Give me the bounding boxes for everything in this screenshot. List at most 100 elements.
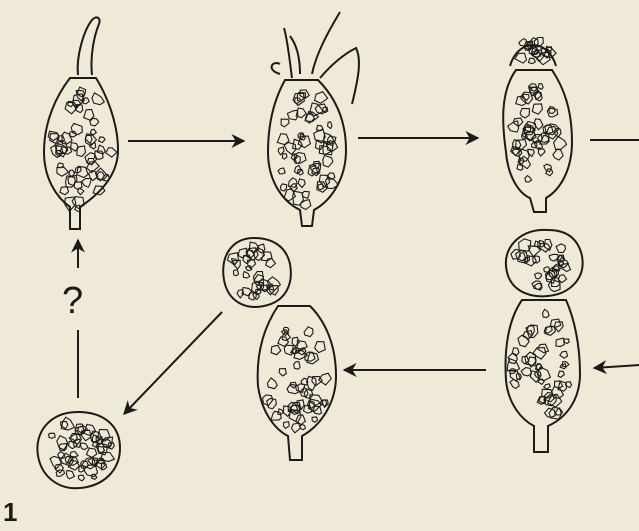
- texture-plate: [60, 187, 69, 195]
- texture-plate: [106, 148, 117, 157]
- texture-plate: [282, 154, 287, 159]
- texture-plate: [71, 123, 82, 134]
- texture-plate: [307, 353, 319, 364]
- texture-plate: [246, 266, 252, 271]
- texture-plate: [323, 155, 333, 167]
- texture-plate: [247, 248, 258, 260]
- texture-plate: [315, 342, 326, 353]
- texture-plate: [99, 137, 106, 143]
- texture-plate: [537, 344, 548, 353]
- texture-plate: [328, 122, 333, 129]
- texture-plate: [292, 337, 299, 346]
- texture-plate: [100, 453, 114, 462]
- texture-plate: [90, 129, 96, 135]
- texture-plate: [279, 369, 286, 376]
- texture-plate: [556, 244, 565, 253]
- texture-plate: [315, 92, 328, 104]
- texture-plate: [78, 475, 84, 481]
- texture-plate: [92, 93, 104, 105]
- texture-plate: [552, 386, 564, 398]
- texture-plate: [271, 411, 281, 420]
- texture-plate: [510, 379, 519, 388]
- texture-plate: [521, 368, 531, 376]
- plate-number: 1: [3, 498, 17, 526]
- texture-plate: [267, 398, 277, 408]
- theca-texture: [48, 87, 117, 212]
- texture-plate: [532, 142, 537, 148]
- texture-plate: [281, 119, 289, 127]
- theca-texture: [515, 38, 556, 65]
- texture-plate: [287, 384, 299, 393]
- texture-plate: [515, 53, 527, 63]
- texture-plate: [233, 260, 241, 269]
- texture-plate: [532, 281, 542, 289]
- texture-plate: [238, 248, 247, 258]
- texture-plate: [233, 270, 238, 276]
- texture-plate: [243, 271, 250, 278]
- texture-plate: [558, 371, 564, 377]
- theca-texture: [511, 239, 571, 292]
- texture-plate: [312, 417, 318, 422]
- texture-plate: [323, 107, 328, 113]
- pseudopod-strand: [78, 17, 100, 75]
- arrow-stage5-to-cyst: [124, 312, 222, 414]
- texture-plate: [78, 188, 84, 195]
- texture-plate: [553, 149, 563, 160]
- stage-5-vase: [223, 238, 336, 460]
- texture-plate: [288, 178, 297, 188]
- texture-plate: [538, 84, 543, 90]
- texture-plate: [544, 267, 550, 272]
- theca-texture: [228, 242, 281, 300]
- texture-plate: [564, 339, 569, 344]
- texture-plate: [543, 309, 550, 317]
- texture-plate: [271, 345, 281, 354]
- texture-plate: [556, 408, 563, 415]
- texture-plate: [535, 273, 542, 279]
- texture-plate: [525, 176, 532, 183]
- texture-plate: [560, 351, 568, 358]
- texture-plate: [86, 135, 93, 143]
- texture-plate: [544, 384, 551, 389]
- texture-plate: [520, 108, 529, 118]
- stage-1-vase: [44, 17, 118, 229]
- texture-plate: [294, 362, 301, 370]
- texture-plate: [317, 125, 323, 130]
- texture-plate: [261, 285, 268, 292]
- texture-plate: [66, 470, 74, 479]
- texture-plate: [266, 259, 276, 268]
- texture-plate: [57, 167, 69, 176]
- stage-4-vase: [506, 230, 583, 452]
- texture-plate: [49, 433, 56, 438]
- texture-plate: [86, 448, 96, 457]
- uncertain-step-label: ?: [62, 282, 83, 320]
- texture-plate: [281, 184, 287, 191]
- texture-plate: [291, 423, 300, 433]
- texture-plate: [278, 168, 285, 174]
- texture-plate: [97, 145, 105, 154]
- texture-plate: [298, 179, 305, 188]
- texture-plate: [82, 179, 92, 188]
- texture-plate: [283, 422, 289, 429]
- texture-plate: [532, 104, 542, 114]
- texture-plate: [556, 338, 565, 346]
- texture-plate: [300, 425, 306, 430]
- texture-plate: [529, 58, 536, 63]
- theca-texture: [508, 84, 567, 183]
- texture-plate: [548, 107, 555, 114]
- arrow-into-stage4: [594, 365, 639, 368]
- texture-plate: [304, 327, 313, 337]
- texture-plate: [80, 443, 88, 450]
- theca-texture: [507, 309, 571, 419]
- texture-plate: [267, 378, 277, 389]
- texture-plate: [554, 137, 567, 150]
- texture-plate: [98, 446, 104, 453]
- theca-texture: [277, 90, 338, 209]
- theca-texture: [49, 417, 115, 481]
- theca-texture: [263, 327, 332, 433]
- stage-3-vase: [503, 38, 572, 213]
- stage-2-vase: [268, 12, 359, 226]
- texture-plate: [313, 406, 322, 414]
- texture-plate: [319, 175, 329, 187]
